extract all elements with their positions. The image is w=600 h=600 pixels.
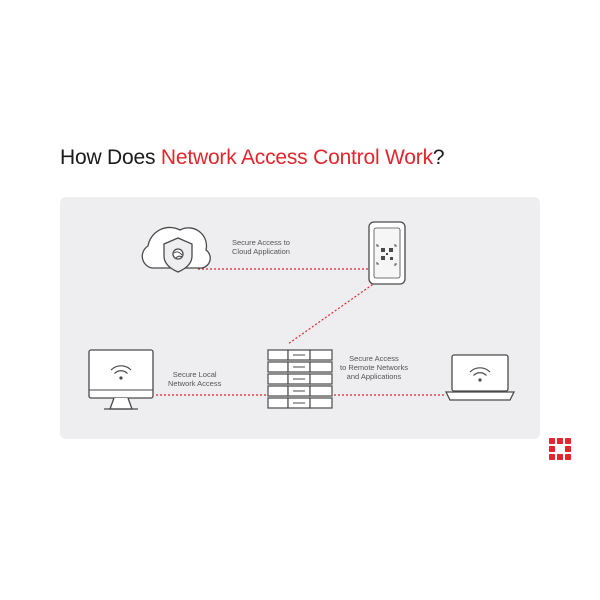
- laptop-icon: [444, 354, 516, 401]
- cloud-label-line-2: Cloud Application: [232, 247, 290, 256]
- cloud-label-line-1: Secure Access to: [232, 238, 290, 247]
- local-label-line-2: Network Access: [168, 379, 222, 388]
- server-rack-icon: [266, 348, 334, 412]
- remote-label-line-1: Secure Access: [349, 354, 399, 363]
- remote-access-label: Secure Access to Remote Networks and App…: [340, 354, 408, 381]
- connectors: [156, 268, 446, 396]
- local-label-line-1: Secure Local: [172, 370, 217, 379]
- cloud-access-label: Secure Access to Cloud Application: [232, 238, 290, 256]
- fortinet-logo: [549, 438, 571, 460]
- page-title: How Does Network Access Control Work?: [60, 146, 445, 170]
- cloud-shield-icon: [141, 226, 211, 273]
- phone-to-server-connector: [287, 279, 380, 345]
- local-access-label: Secure Local Network Access: [168, 370, 221, 388]
- phone-qr-icon: [368, 221, 406, 285]
- remote-label-line-3: and Applications: [346, 372, 402, 381]
- title-prefix: How Does: [60, 146, 161, 169]
- title-highlight: Network Access Control Work: [160, 146, 433, 169]
- title-suffix: ?: [432, 146, 445, 169]
- remote-label-line-2: to Remote Networks: [340, 363, 408, 372]
- desktop-monitor-icon: [88, 349, 154, 410]
